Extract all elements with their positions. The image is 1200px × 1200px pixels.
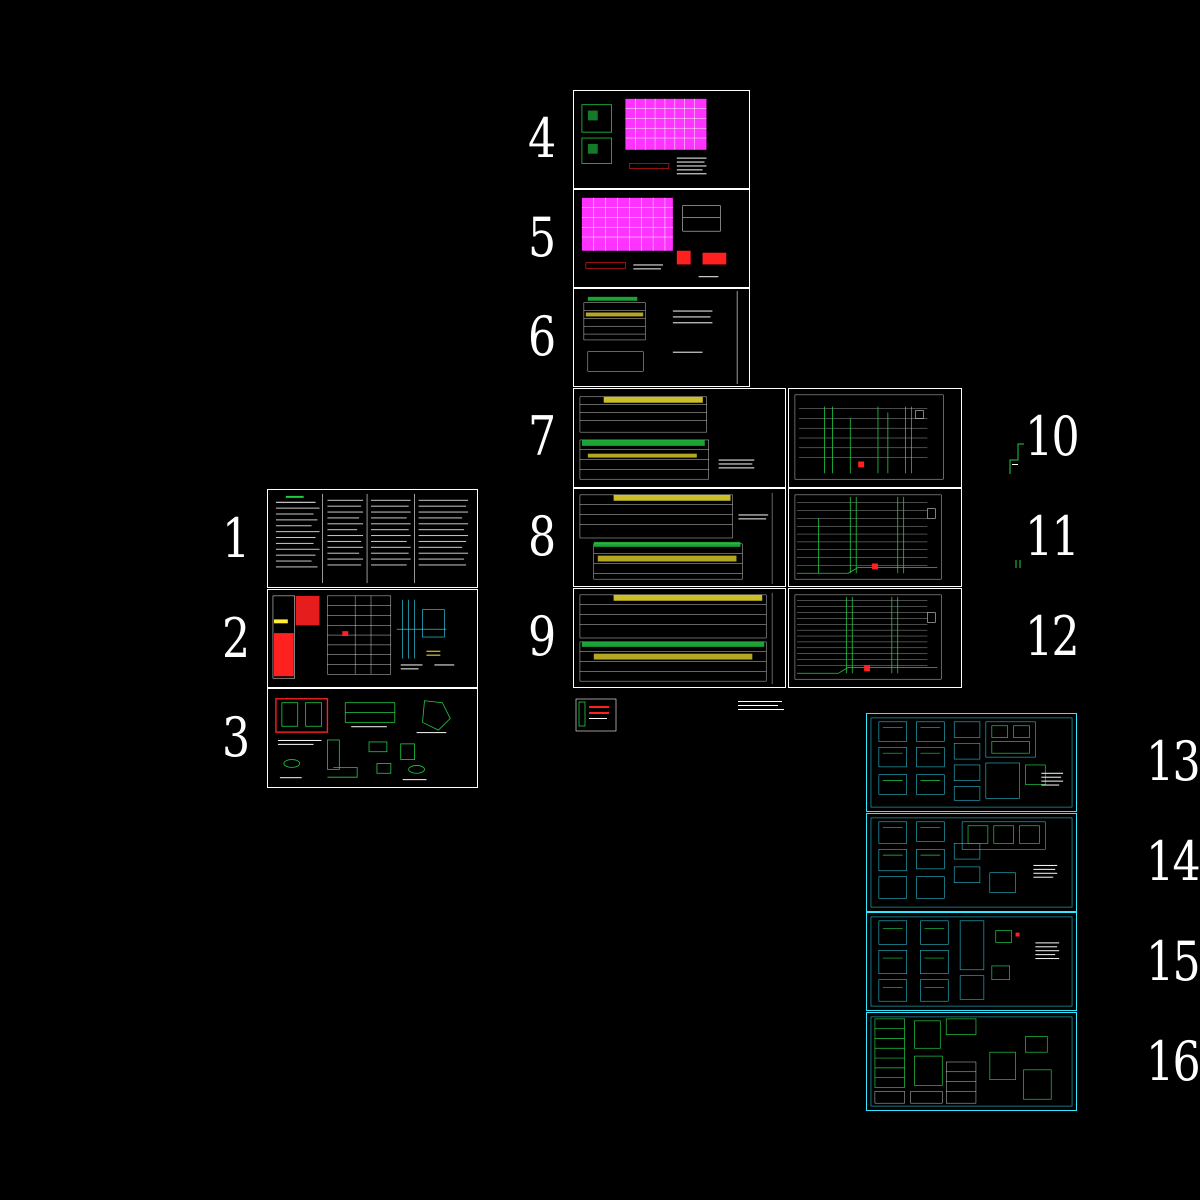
- sheet-15-frame[interactable]: [866, 912, 1077, 1011]
- sheet-15-number: 15: [1146, 930, 1200, 993]
- stray-legend-block: [575, 698, 617, 732]
- sheet-11-frame[interactable]: [788, 488, 962, 587]
- sheet-6-frame[interactable]: [573, 288, 750, 387]
- sheet-1-number: 1: [222, 507, 250, 570]
- sheet-9-frame[interactable]: [573, 588, 786, 688]
- sheet-3-drawing: [275, 698, 451, 781]
- sheet-8-frame[interactable]: [573, 488, 786, 587]
- sheet-6-number: 6: [528, 305, 556, 368]
- sheet-2-number: 2: [222, 607, 250, 670]
- sheet-2-frame[interactable]: [267, 589, 478, 688]
- sheet-1-drawing: [275, 493, 469, 584]
- sheet-4-frame[interactable]: [573, 90, 750, 189]
- sheet-3-frame[interactable]: [267, 688, 478, 788]
- sheet-15-drawing: [870, 916, 1073, 1007]
- sheet-10-number: 10: [1025, 405, 1080, 468]
- sheet-14-frame[interactable]: [866, 813, 1077, 912]
- sheet-4-drawing: [581, 98, 707, 175]
- sheet-7-number: 7: [528, 405, 556, 468]
- sheet-14-number: 14: [1146, 830, 1200, 893]
- sheet-2-drawing: [272, 595, 455, 679]
- sheet-11-drawing: [794, 494, 942, 580]
- sheet-16-frame[interactable]: [866, 1012, 1077, 1111]
- sheet-12-drawing: [794, 594, 942, 680]
- sheet-3-number: 3: [222, 706, 250, 769]
- sheet-16-number: 16: [1146, 1030, 1200, 1093]
- sheet-7-frame[interactable]: [573, 388, 786, 488]
- sheet-8-drawing: [579, 492, 773, 585]
- sheet-4-number: 4: [528, 107, 556, 170]
- sheet-5-number: 5: [528, 206, 556, 269]
- sheet-12-frame[interactable]: [788, 588, 962, 688]
- sheet-13-frame[interactable]: [866, 713, 1077, 812]
- sheet-10-drawing: [794, 394, 944, 480]
- stray-mark-11: [1015, 560, 1021, 568]
- sheet-13-drawing: [870, 717, 1073, 808]
- sheet-11-number: 11: [1025, 505, 1080, 568]
- sheet-5-frame[interactable]: [573, 189, 750, 288]
- sheet-6-drawing: [583, 290, 738, 385]
- sheet-12-number: 12: [1025, 605, 1080, 668]
- sheet-10-frame[interactable]: [788, 388, 962, 488]
- sheet-7-drawing: [579, 396, 755, 480]
- sheet-16-drawing: [870, 1016, 1073, 1107]
- sheet-5-drawing: [581, 197, 727, 278]
- sheet-13-number: 13: [1146, 730, 1200, 793]
- sheet-9-drawing: [579, 592, 773, 685]
- stray-note-block: [738, 701, 784, 710]
- sheet-9-number: 9: [528, 605, 556, 668]
- sheet-14-drawing: [870, 817, 1073, 908]
- sheet-1-frame[interactable]: [267, 489, 478, 588]
- stray-mark-10: [1009, 443, 1024, 474]
- sheet-8-number: 8: [528, 505, 556, 568]
